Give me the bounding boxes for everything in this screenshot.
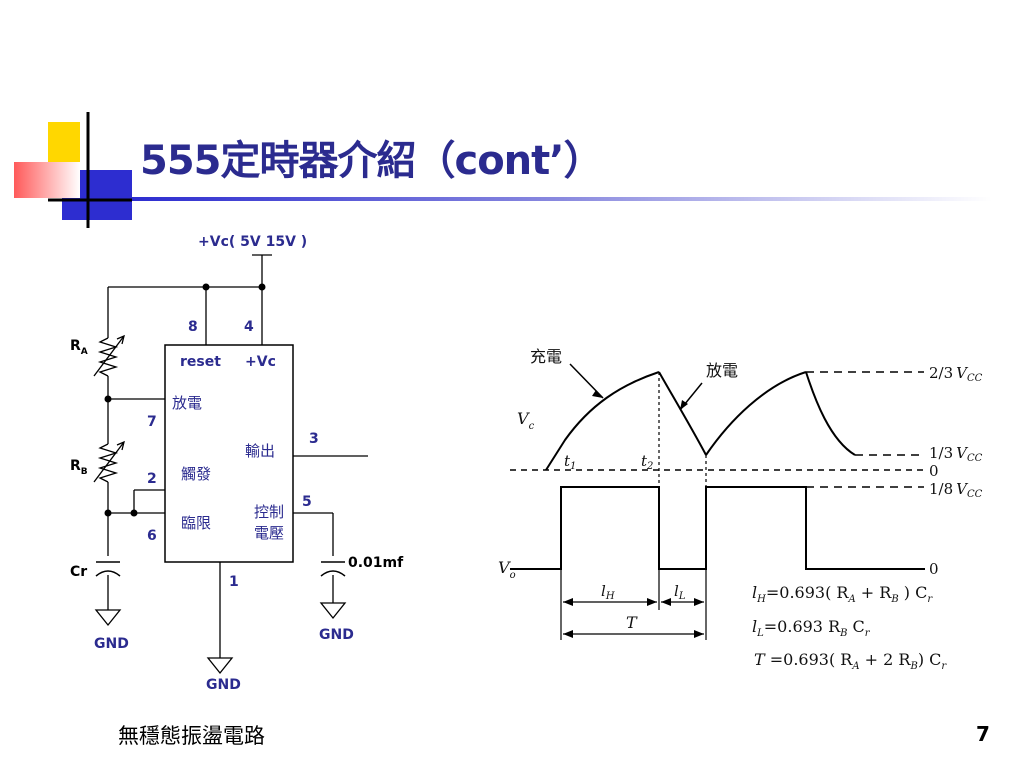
dimension-arrowheads — [563, 390, 704, 638]
junction-dots — [104, 283, 266, 517]
resistor-ra-label: RA — [70, 338, 88, 357]
gnd-left-label: GND — [94, 636, 129, 652]
formula-period: T =0.693( RA + 2 RB) Cr — [754, 650, 947, 672]
supply-label: +Vc( 5V 15V ) — [198, 234, 307, 250]
pin-5-label: 5 — [302, 494, 312, 510]
zero-level-top-label: 0 — [929, 462, 939, 480]
ic-discharge-label: 放電 — [172, 394, 202, 412]
deco-red-bar — [14, 162, 80, 198]
ic-threshold-label: 臨限 — [181, 514, 211, 532]
pin-2-label: 2 — [147, 471, 157, 487]
capacitor-cr-label: Cr — [70, 564, 87, 580]
title-underline — [132, 197, 992, 201]
ic-control-label-1: 控制 — [254, 503, 284, 521]
page-number: 7 — [976, 722, 990, 746]
gnd-bottom-icon — [206, 657, 234, 675]
ic-vc-label: +Vc — [245, 354, 276, 370]
ic-trigger-label: 觸發 — [181, 465, 211, 483]
slide-title: 555定時器介紹（cont’） — [140, 138, 603, 184]
vo-label: Vo — [498, 558, 516, 581]
zero-level-bottom-label: 0 — [929, 560, 939, 578]
gnd-right-label: GND — [319, 627, 354, 643]
gnd-right-icon — [319, 602, 347, 620]
resistor-ra — [93, 334, 125, 377]
formula-lh: lH=0.693( RA + RB ) Cr — [752, 583, 933, 605]
capacitor-control — [320, 561, 346, 577]
footer-caption: 無穩態振盪電路 — [118, 724, 265, 748]
gnd-bottom-label: GND — [206, 677, 241, 693]
pin-3-label: 3 — [309, 431, 319, 447]
discharge-label: 放電 — [706, 361, 738, 380]
formula-ll: lL=0.693 RB Cr — [752, 617, 871, 639]
pin-7-label: 7 — [147, 414, 157, 430]
gnd-left-icon — [94, 609, 122, 627]
pin-1-label: 1 — [229, 574, 239, 590]
waveform-lines — [510, 363, 928, 640]
lh-label: lH — [601, 582, 615, 602]
pin-8-label: 8 — [188, 319, 198, 335]
t1-label: t1 — [564, 452, 576, 472]
circuit-wires — [107, 254, 368, 658]
resistor-rb — [93, 440, 125, 483]
ic-555-body — [164, 344, 294, 563]
ic-control-label-2: 電壓 — [254, 524, 284, 542]
t2-label: t2 — [641, 452, 653, 472]
period-label: T — [626, 613, 638, 632]
resistor-rb-label: RB — [70, 458, 88, 477]
capacitor-cr — [95, 561, 121, 577]
title-decoration — [14, 112, 992, 228]
pin-4-label: 4 — [244, 319, 254, 335]
charge-label: 充電 — [530, 347, 562, 366]
ic-output-label: 輸出 — [245, 442, 275, 460]
pin-6-label: 6 — [147, 528, 157, 544]
ll-label: lL — [674, 582, 686, 602]
vc-label: Vc — [517, 409, 535, 432]
ic-reset-label: reset — [180, 354, 221, 370]
capacitor-control-label: 0.01mf — [348, 555, 404, 571]
